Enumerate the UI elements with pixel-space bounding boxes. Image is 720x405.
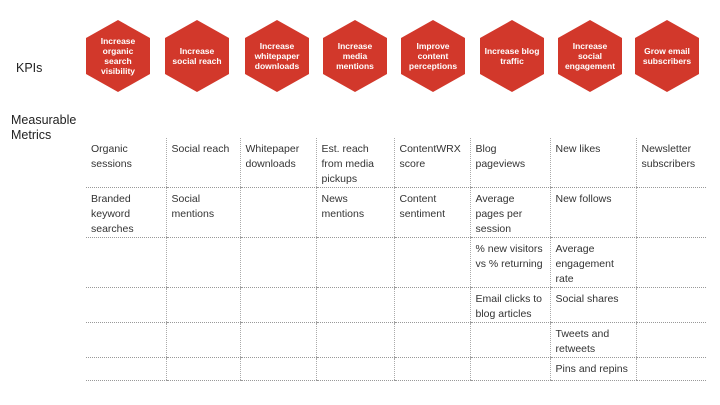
metric-cell: New likes	[549, 138, 636, 188]
metric-cell	[635, 287, 706, 323]
metric-cell	[165, 357, 240, 381]
metric-cell	[165, 287, 240, 323]
metric-cell	[239, 187, 316, 238]
metric-cell: Newsletter subscribers	[635, 138, 706, 188]
metric-cell	[239, 237, 316, 288]
kpis-label: KPIs	[16, 61, 43, 75]
kpi-label: Improve content perceptions	[408, 41, 458, 71]
metric-cell	[469, 357, 550, 381]
metric-cell: Social reach	[165, 138, 240, 188]
kpi-label: Increase blog traffic	[484, 46, 540, 66]
metric-cell: Social mentions	[165, 187, 240, 238]
kpi-hexagon: Increase whitepaper downloads	[245, 20, 309, 92]
table-row: Tweets and retweets	[86, 322, 706, 358]
metrics-label: Measurable Metrics	[11, 113, 77, 142]
metric-cell: Branded keyword searches	[86, 187, 166, 238]
metric-cell: Whitepaper downloads	[239, 138, 316, 188]
metric-cell	[86, 322, 166, 358]
metric-cell: Average pages per session	[469, 187, 550, 238]
metric-cell: Est. reach from media pickups	[315, 138, 394, 188]
kpi-label: Grow email subscribers	[642, 46, 692, 66]
metric-cell	[393, 357, 470, 381]
table-row: Pins and repins	[86, 357, 706, 381]
metric-cell	[635, 357, 706, 381]
metric-cell	[315, 357, 394, 381]
metric-cell	[86, 237, 166, 288]
metric-cell	[239, 287, 316, 323]
metric-cell: Pins and repins	[549, 357, 636, 381]
metric-cell	[315, 287, 394, 323]
metric-cell: News mentions	[315, 187, 394, 238]
metric-cell: Organic sessions	[86, 138, 166, 188]
metric-cell	[393, 287, 470, 323]
metric-cell	[393, 237, 470, 288]
kpi-label: Increase whitepaper downloads	[254, 41, 300, 71]
metric-cell: Average engagement rate	[549, 237, 636, 288]
kpi-hexagon: Increase social engagement	[558, 20, 622, 92]
metric-cell: % new visitors vs % returning	[469, 237, 550, 288]
kpi-hexagon: Increase organic search visibility	[86, 20, 150, 92]
metric-cell	[635, 237, 706, 288]
metric-cell	[165, 237, 240, 288]
metric-cell: Social shares	[549, 287, 636, 323]
kpi-hexagon: Increase media mentions	[323, 20, 387, 92]
metric-cell: New follows	[549, 187, 636, 238]
metric-cell	[635, 187, 706, 238]
metric-cell: Content sentiment	[393, 187, 470, 238]
metric-cell: Email clicks to blog articles	[469, 287, 550, 323]
metric-cell	[469, 322, 550, 358]
kpi-label: Increase social engagement	[564, 41, 616, 71]
kpi-label: Increase media mentions	[336, 41, 374, 71]
metric-cell	[86, 357, 166, 381]
kpi-hexagon: Increase social reach	[165, 20, 229, 92]
kpi-label: Increase social reach	[172, 46, 222, 66]
metric-cell: Tweets and retweets	[549, 322, 636, 358]
metric-cell: Blog pageviews	[469, 138, 550, 188]
metric-cell	[393, 322, 470, 358]
kpi-hexagon: Improve content perceptions	[401, 20, 465, 92]
kpi-hexagon: Grow email subscribers	[635, 20, 699, 92]
kpi-label: Increase organic search visibility	[100, 36, 136, 76]
metric-cell	[315, 237, 394, 288]
metric-cell	[239, 322, 316, 358]
metric-cell	[315, 322, 394, 358]
metric-cell: ContentWRX score	[393, 138, 470, 188]
metric-cell	[239, 357, 316, 381]
kpi-hexagon: Increase blog traffic	[480, 20, 544, 92]
metric-cell	[165, 322, 240, 358]
metric-cell	[86, 287, 166, 323]
metric-cell	[635, 322, 706, 358]
